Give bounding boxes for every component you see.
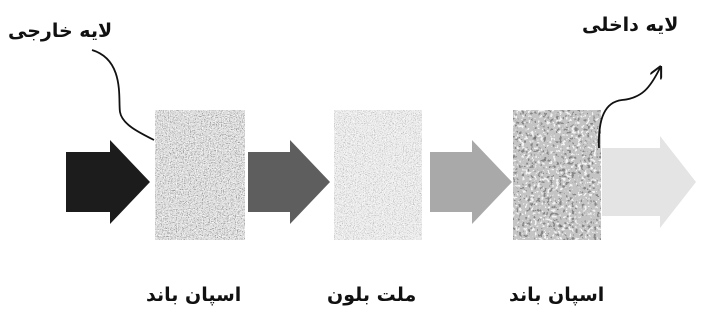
flow-arrow-2: [248, 140, 330, 224]
flow-arrow-1: [66, 140, 150, 224]
inner-layer-callout-label: لایه داخلی: [582, 16, 678, 35]
callout-pointer-inner: [599, 68, 660, 148]
layer-sheet-outer-spunbond: [155, 110, 245, 240]
flow-arrow-3: [430, 140, 512, 224]
flow-arrow-4: [602, 136, 696, 228]
layer-sheet-meltblown: [334, 110, 422, 240]
layer-label-inner-spunbond: اسپان باند: [509, 286, 604, 305]
layer-label-meltblown: ملت بلون: [327, 286, 416, 305]
outer-layer-callout-label: لایه خارجی: [8, 22, 112, 41]
layer-sheet-inner-spunbond: [513, 110, 601, 240]
callout-pointer-outer: [92, 50, 154, 140]
layer-label-outer-spunbond: اسپان باند: [146, 286, 241, 305]
